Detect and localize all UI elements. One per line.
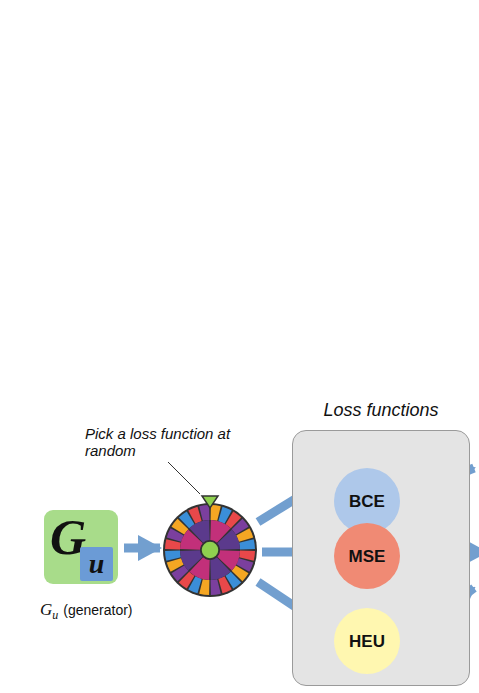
node-label: u <box>89 550 105 578</box>
wheel-segment <box>180 550 203 570</box>
callout-note: Pick a loss function at random <box>85 425 253 460</box>
node-label: HEU <box>349 633 385 650</box>
wheel-segment <box>211 579 221 595</box>
wheel-segment <box>188 507 201 524</box>
caption-text: (generator) <box>58 602 132 618</box>
loss-circle: HEU <box>334 608 400 674</box>
wheel-segment <box>189 520 209 543</box>
generator-caption: Gu(generator) <box>40 600 133 623</box>
panel-heading: Loss functions <box>293 401 469 419</box>
wheel-rim <box>163 503 257 597</box>
wheel-segment <box>167 558 184 571</box>
wheel-pointer <box>202 496 218 508</box>
arrow <box>124 544 160 553</box>
wheel-segment <box>210 557 230 580</box>
roulette-wheel <box>163 503 257 597</box>
wheel-hub <box>201 541 219 559</box>
node-label: BCE <box>349 493 385 510</box>
wheel-segment <box>239 539 255 549</box>
loss-circle: MSE <box>334 523 400 589</box>
generator-box: Gu <box>44 510 118 584</box>
leader-line <box>168 462 200 494</box>
wheel-segment <box>217 529 240 549</box>
node-label: MSE <box>349 548 386 565</box>
symbol: G <box>40 600 52 619</box>
wheel-segment <box>218 576 231 593</box>
wheel-segment <box>165 551 181 561</box>
wheel-segment <box>236 528 253 541</box>
subscript: u <box>52 608 58 622</box>
subscript-box: u <box>80 547 113 581</box>
wheel-segment <box>199 505 209 521</box>
loss-panel: Loss functionsBCEMSEHEU <box>292 430 470 686</box>
